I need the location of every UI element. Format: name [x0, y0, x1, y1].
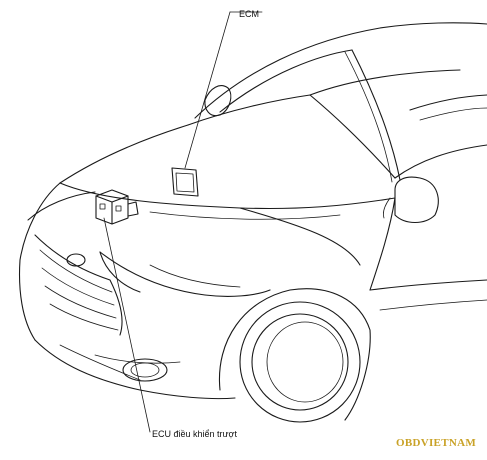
slip-ecu-label: ECU điều khiển trượt: [152, 429, 237, 439]
watermark-logo: OBDVIETNAM: [396, 437, 476, 449]
slip-ecu-leader-line: [103, 217, 151, 433]
car-outline: [18, 22, 487, 423]
slip-control-ecu-module: [95, 189, 139, 225]
ecm-leader-line: [184, 11, 231, 169]
ecm-label: ECM: [239, 9, 259, 19]
ecm-module: [171, 167, 199, 197]
